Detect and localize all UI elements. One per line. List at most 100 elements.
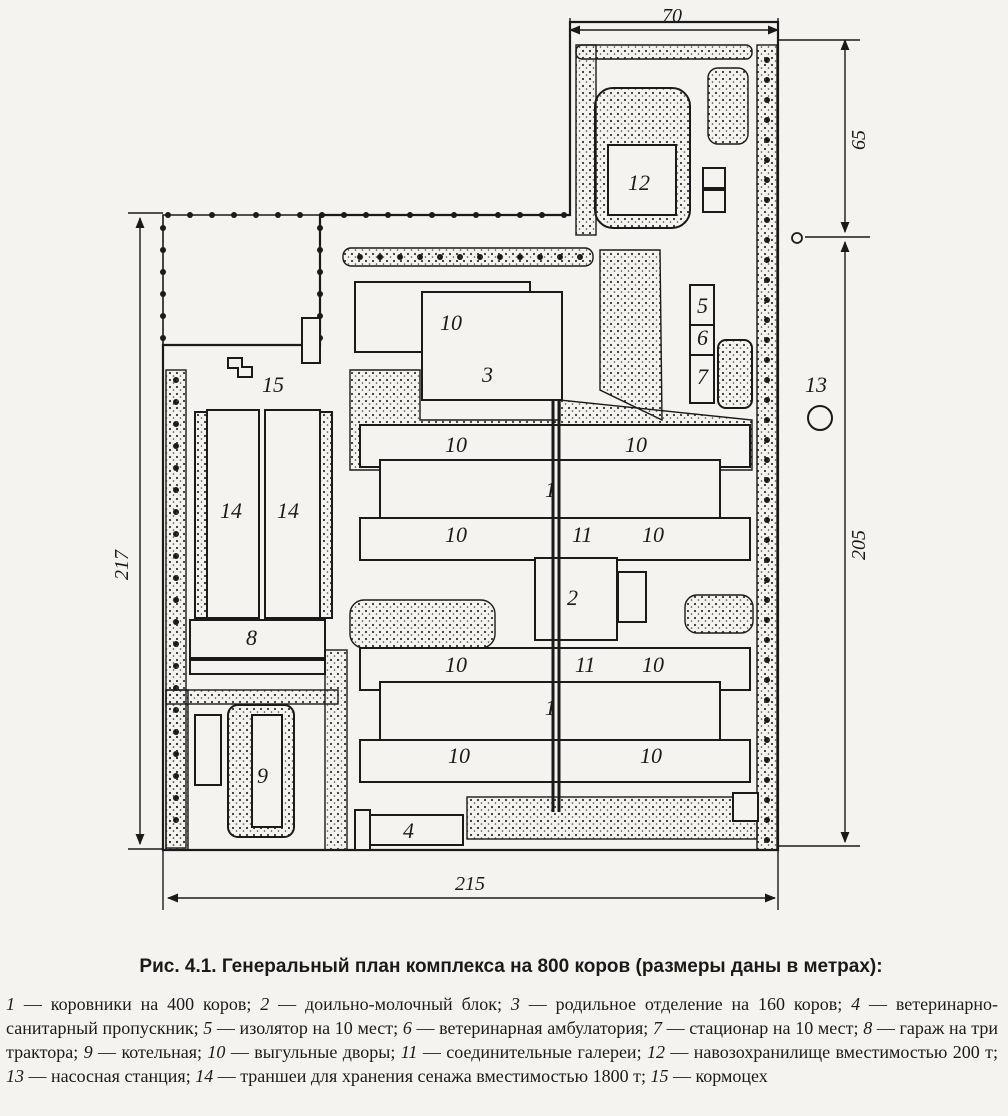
fence-post <box>209 212 215 218</box>
dim-bottom-width: 215 <box>455 873 485 895</box>
garage-building <box>189 619 326 659</box>
fence-post <box>407 212 413 218</box>
legend-number: 12 <box>646 1042 665 1062</box>
label-gallery: 11 <box>575 652 595 677</box>
fence-post <box>187 212 193 218</box>
fence-post <box>451 212 457 218</box>
dimension-lines <box>128 18 870 910</box>
legend-text: — стационар на 10 мест; <box>661 1018 864 1038</box>
label-feed: 15 <box>262 372 284 397</box>
legend-text: — траншеи для хранения сенажа вместимост… <box>213 1066 651 1086</box>
manure-store-inner <box>607 144 677 216</box>
hospital-building <box>689 354 715 404</box>
legend-text: — доильно-молочный блок; <box>269 994 511 1014</box>
label-isolator: 5 <box>697 293 708 318</box>
label-maternity: 3 <box>481 362 493 387</box>
label-veterinary: 4 <box>403 818 414 843</box>
label-yard: 10 <box>445 432 467 457</box>
legend-text: — соединительные галереи; <box>417 1042 647 1062</box>
fence-post <box>275 212 281 218</box>
dim-top-height: 65 <box>848 130 870 150</box>
legend-number: 6 <box>402 1018 412 1038</box>
label-gallery: 11 <box>572 522 592 547</box>
fence-post <box>517 212 523 218</box>
dim-right-height: 205 <box>848 530 870 560</box>
legend-number: 14 <box>195 1066 214 1086</box>
label-yard: 10 <box>640 743 662 768</box>
label-hospital: 7 <box>697 364 709 389</box>
fence-post <box>495 212 501 218</box>
label-yard: 10 <box>642 522 664 547</box>
label-cowshed: 1 <box>545 695 556 720</box>
label-trench: 14 <box>220 498 242 523</box>
legend-number: 15 <box>650 1066 669 1086</box>
legend-number: 1 <box>6 994 15 1014</box>
pump-station <box>807 405 833 431</box>
legend-text: — родильное отделение на 160 коров; <box>519 994 852 1014</box>
label-yard: 10 <box>445 522 467 547</box>
cowshed-bottom <box>379 681 721 743</box>
legend-number: 3 <box>510 994 520 1014</box>
fence-post <box>561 212 567 218</box>
fence-post <box>160 313 166 319</box>
fence-post <box>160 291 166 297</box>
label-milking: 2 <box>567 585 578 610</box>
label-pump: 13 <box>805 372 827 397</box>
label-boiler: 9 <box>257 763 268 788</box>
figure-legend: 1 — коровники на 400 коров; 2 — доильно-… <box>6 992 998 1088</box>
legend-text: — выгульные дворы; <box>225 1042 401 1062</box>
ambulance-building <box>689 324 715 356</box>
legend-number: 2 <box>260 994 270 1014</box>
label-yard: 10 <box>445 652 467 677</box>
yard-2b <box>359 739 751 783</box>
legend-text: — коровники на 400 коров; <box>15 994 261 1014</box>
legend-text: — насосная станция; <box>24 1066 196 1086</box>
maternity-building <box>421 291 563 401</box>
fence-post <box>385 212 391 218</box>
milking-building <box>534 557 618 641</box>
site-plan: 70 65 205 217 215 12 10 3 5 6 7 13 15 10… <box>111 5 870 910</box>
fence-post <box>363 212 369 218</box>
fence-post <box>317 225 323 231</box>
veterinary-building <box>367 814 464 846</box>
label-trench: 14 <box>277 498 299 523</box>
label-manure: 12 <box>628 170 650 195</box>
fence-post <box>231 212 237 218</box>
legend-number: 10 <box>207 1042 226 1062</box>
label-yard: 10 <box>625 432 647 457</box>
fence-post <box>160 269 166 275</box>
legend-number: 4 <box>851 994 861 1014</box>
legend-number: 8 <box>863 1018 873 1038</box>
legend-text: — навозохранилище вместимостью 200 т; <box>664 1042 999 1062</box>
label-ambulance: 6 <box>697 325 708 350</box>
buildings <box>189 87 759 851</box>
legend-text: — ветеринарно-санитарный пропускник; <box>6 994 998 1038</box>
fence-post <box>317 247 323 253</box>
fence-post <box>253 212 259 218</box>
galleries <box>551 400 561 812</box>
fence-post <box>319 212 325 218</box>
legend-number: 13 <box>6 1066 24 1086</box>
isolator-building <box>689 284 715 326</box>
legend-number: 7 <box>652 1018 662 1038</box>
fence-post <box>160 247 166 253</box>
figure-caption: Рис. 4.1. Генеральный план комплекса на … <box>139 956 883 977</box>
fence-post <box>341 212 347 218</box>
legend-number: 5 <box>203 1018 213 1038</box>
label-yard: 10 <box>642 652 664 677</box>
dim-top-width: 70 <box>662 5 682 27</box>
boiler-building <box>251 714 283 828</box>
legend-text: — кормоцех <box>668 1066 768 1086</box>
legend-number: 9 <box>83 1042 93 1062</box>
fence-post <box>160 225 166 231</box>
fence-post <box>160 335 166 341</box>
dim-left-height: 217 <box>111 549 133 580</box>
fence-post <box>539 212 545 218</box>
feed-building <box>301 317 321 364</box>
label-yard: 10 <box>448 743 470 768</box>
fence-post <box>473 212 479 218</box>
fence-post <box>317 269 323 275</box>
label-cowshed: 1 <box>545 477 556 502</box>
yard-1b <box>359 517 751 561</box>
legend-text: — изолятор на 10 мест; <box>212 1018 403 1038</box>
